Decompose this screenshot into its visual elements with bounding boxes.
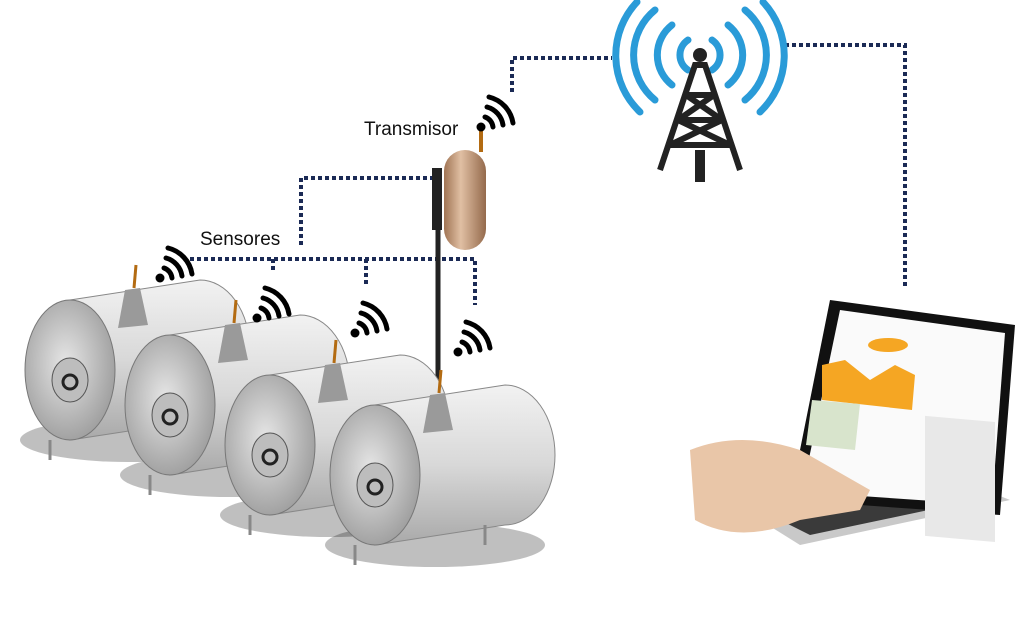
- laptop-chart: [822, 360, 915, 410]
- hands: [690, 440, 870, 533]
- laptop: [690, 300, 1015, 545]
- cell-tower-icon: [612, 0, 788, 182]
- network-links: [190, 43, 907, 305]
- wifi-icon: [454, 322, 491, 357]
- laptop-table: [925, 415, 995, 543]
- sensors-label: Sensores: [200, 229, 281, 250]
- wifi-icon: [351, 303, 388, 338]
- transmitter-device: [432, 97, 513, 385]
- wifi-icon: [156, 248, 193, 283]
- transmitter-label: Transmisor: [364, 119, 459, 140]
- wifi-icon: [477, 97, 514, 132]
- laptop-map: [806, 400, 860, 450]
